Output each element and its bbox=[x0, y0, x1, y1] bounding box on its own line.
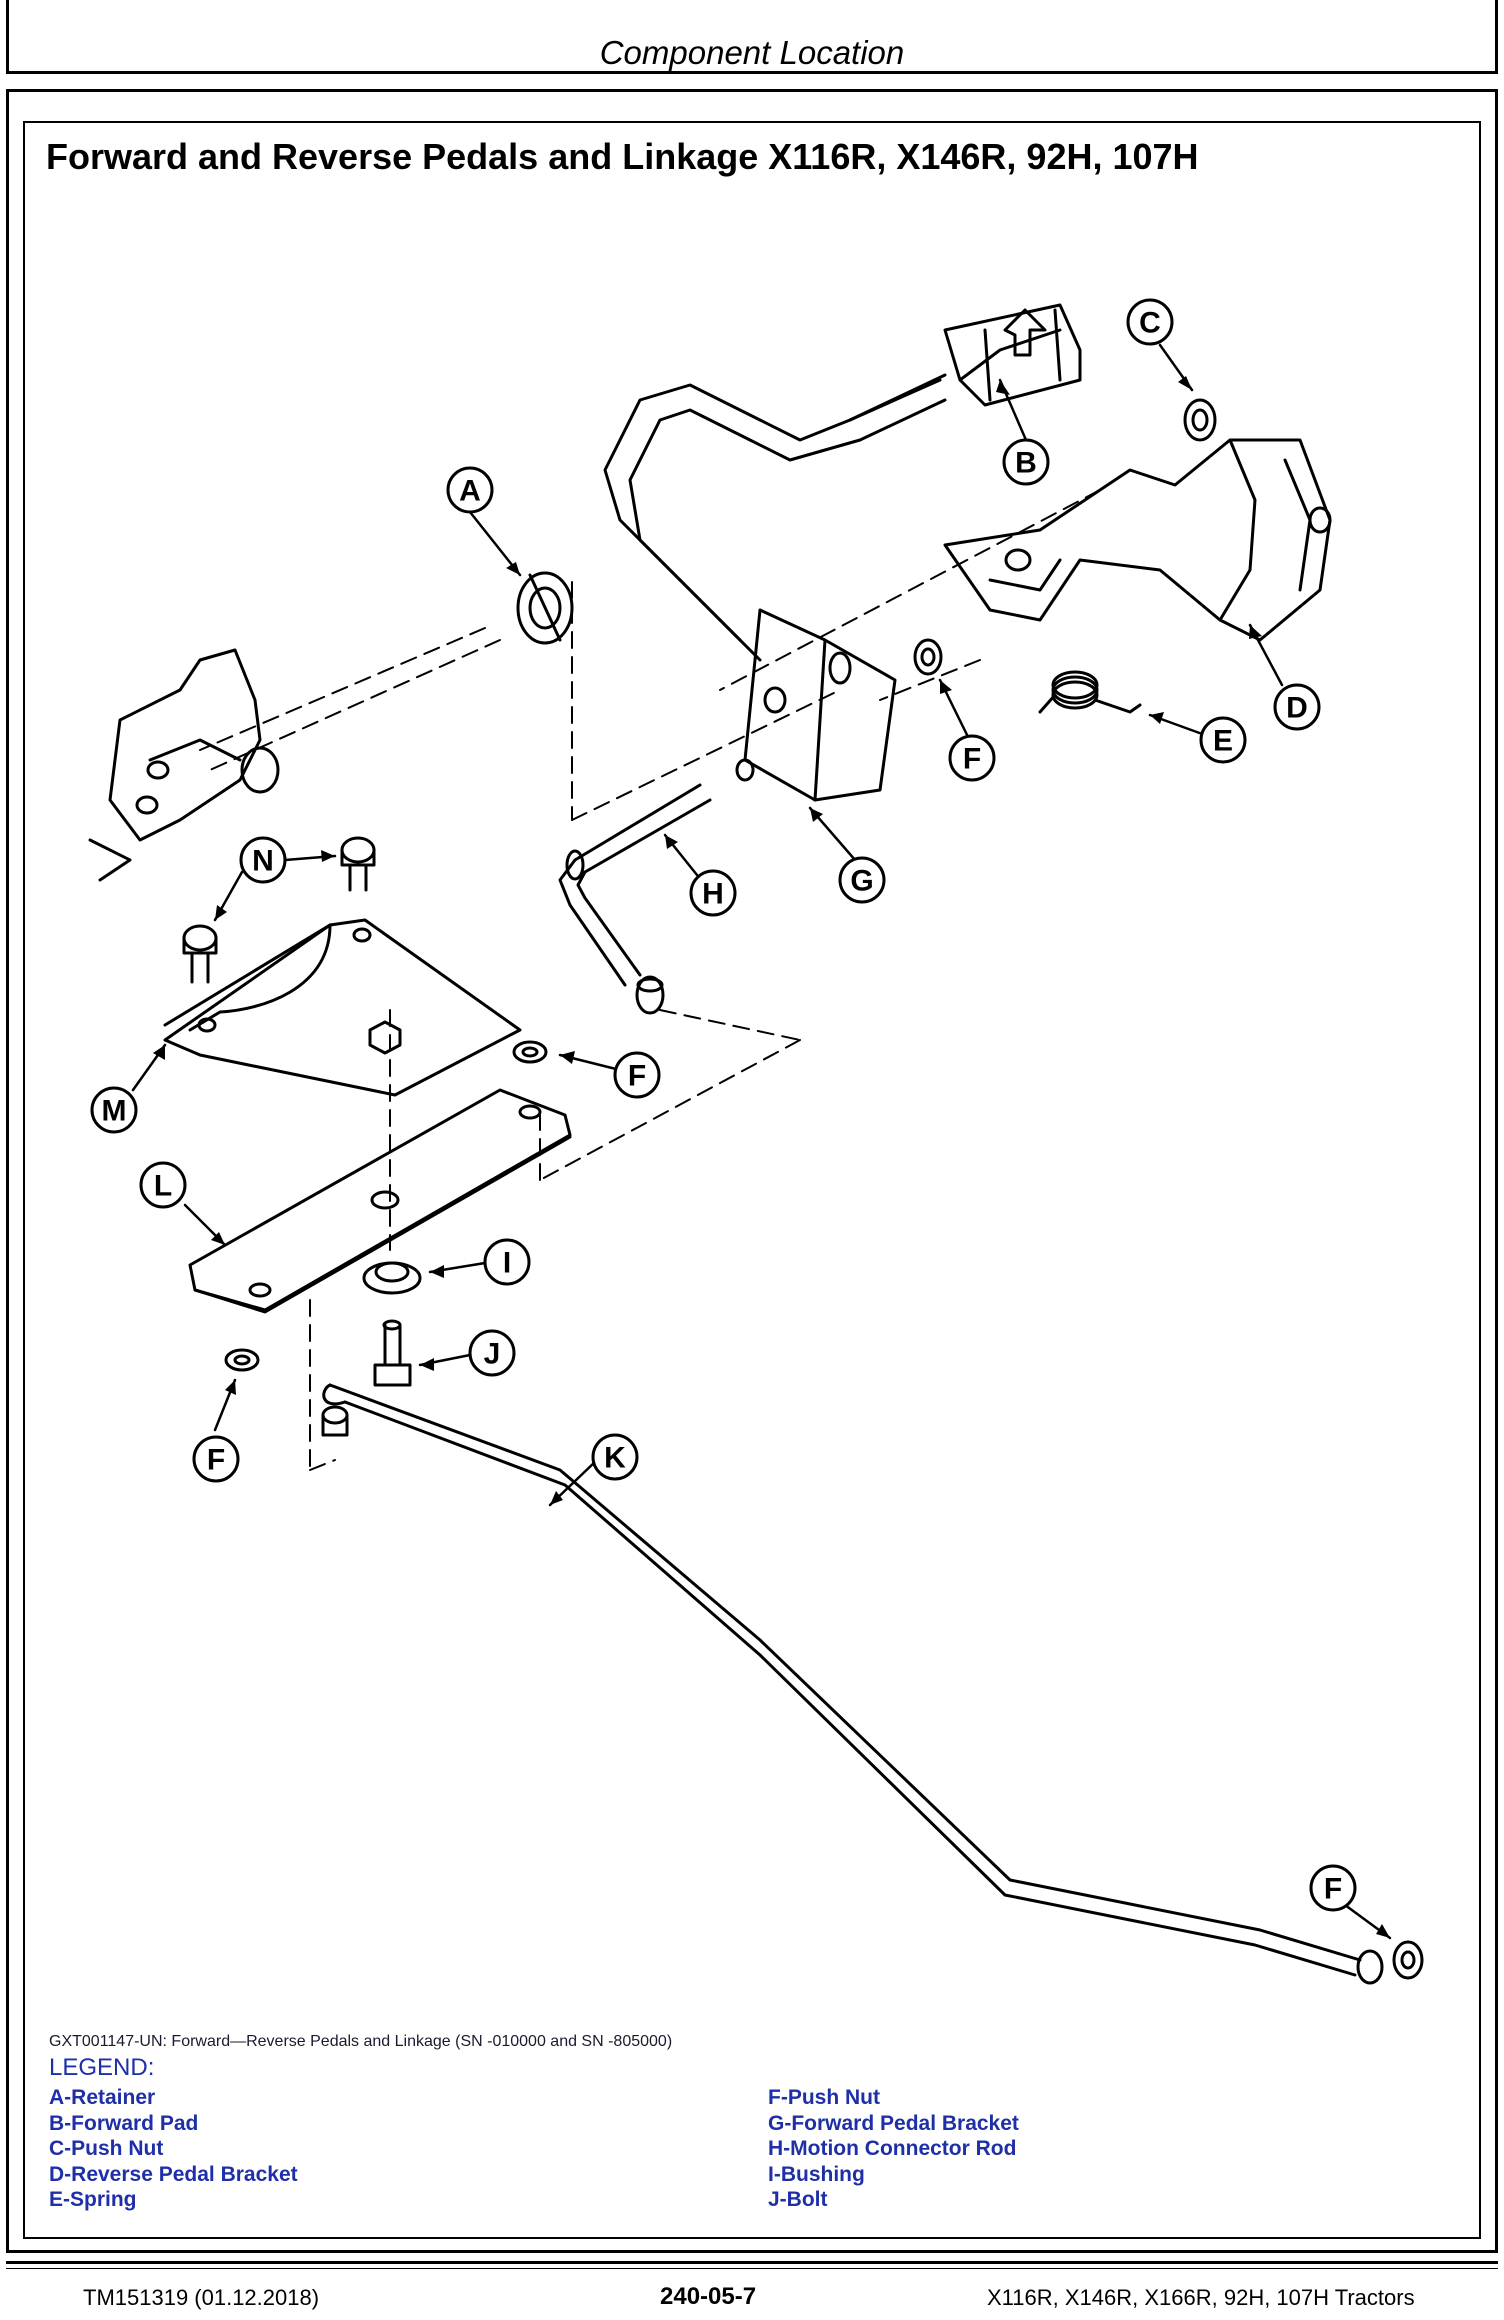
footer-rule-thin bbox=[6, 2268, 1498, 2269]
callout-m bbox=[90, 1086, 138, 1134]
legend-item: I-Bushing bbox=[768, 2162, 865, 2186]
bushing-i bbox=[362, 1261, 422, 1295]
callout-f-1 bbox=[948, 734, 996, 782]
callout-label-n: N bbox=[252, 845, 274, 878]
legend-item: G-Forward Pedal Bracket bbox=[768, 2111, 1019, 2135]
callout-f-3 bbox=[192, 1435, 240, 1483]
pivot-housing bbox=[88, 648, 280, 882]
plate-m bbox=[163, 918, 522, 1097]
callout-h bbox=[689, 869, 737, 917]
header-box: Component Location bbox=[6, 0, 1498, 74]
callout-label-l: L bbox=[154, 1170, 172, 1203]
legend-heading: LEGEND: bbox=[49, 2054, 155, 2081]
callout-label-m: M bbox=[102, 1095, 127, 1128]
callout-b bbox=[1002, 438, 1050, 486]
legend-item: F-Push Nut bbox=[768, 2086, 880, 2109]
long-rod-k bbox=[321, 1383, 1384, 1985]
alignment-lines bbox=[199, 489, 1101, 1471]
callout-label-f-2: F bbox=[628, 1060, 646, 1093]
push-nut-f4 bbox=[1392, 1940, 1424, 1980]
callout-a bbox=[446, 466, 494, 514]
callout-k bbox=[591, 1433, 639, 1481]
callout-f-4 bbox=[1309, 1864, 1357, 1912]
push-nut-f1 bbox=[913, 638, 943, 676]
retainer-a bbox=[516, 571, 574, 645]
legend-item: H-Motion Connector Rod bbox=[768, 2137, 1017, 2160]
callout-label-f-4: F bbox=[1324, 1873, 1342, 1906]
callout-label-c: C bbox=[1139, 307, 1161, 340]
push-nut-f3 bbox=[224, 1348, 260, 1372]
footer-page-number: 240-05-7 bbox=[660, 2283, 757, 2310]
callout-label-j: J bbox=[484, 1338, 501, 1371]
figure-caption: GXT001147-UN: Forward—Reverse Pedals and… bbox=[49, 2033, 673, 2050]
pedal-tube bbox=[603, 373, 947, 662]
callout-i bbox=[483, 1238, 531, 1286]
footer-models: X116R, X146R, X166R, 92H, 107H Tractors bbox=[987, 2285, 1415, 2310]
callout-f-2 bbox=[613, 1051, 661, 1099]
bolt-j bbox=[373, 1319, 412, 1387]
callout-label-a: A bbox=[459, 475, 481, 508]
footer-rule bbox=[6, 2261, 1498, 2264]
callout-g bbox=[838, 856, 886, 904]
push-nut-c bbox=[1183, 398, 1217, 442]
callout-n bbox=[239, 836, 287, 884]
callout-e bbox=[1199, 716, 1247, 764]
callout-d bbox=[1273, 683, 1321, 731]
bolt-n2 bbox=[182, 924, 218, 984]
footer-doc-id: TM151319 (01.12.2018) bbox=[83, 2285, 320, 2310]
callout-label-g: G bbox=[850, 865, 873, 898]
legend-item: J-Bolt bbox=[768, 2188, 828, 2211]
legend-item: E-Spring bbox=[49, 2188, 137, 2211]
legend-left-column: A-Retainer B-Forward Pad C-Push Nut D-Re… bbox=[49, 2085, 298, 2213]
callout-label-e: E bbox=[1213, 725, 1233, 758]
callout-label-b: B bbox=[1015, 447, 1037, 480]
section-title: Forward and Reverse Pedals and Linkage X… bbox=[46, 136, 1199, 177]
main-frame bbox=[6, 89, 1498, 2253]
callout-l bbox=[139, 1161, 187, 1209]
figure-frame bbox=[23, 121, 1481, 2239]
callout-label-f-1: F bbox=[963, 743, 981, 776]
reverse-pedal-bracket-d bbox=[943, 438, 1332, 642]
bolt-n1 bbox=[340, 836, 376, 892]
legend-item: A-Retainer bbox=[49, 2086, 156, 2109]
forward-pedal-bracket-g bbox=[735, 608, 897, 802]
callout-label-k: K bbox=[604, 1442, 626, 1475]
plate-l bbox=[188, 1088, 572, 1314]
legend-item: D-Reverse Pedal Bracket bbox=[49, 2162, 298, 2186]
page-header-title: Component Location bbox=[599, 34, 905, 71]
callout-label-i: I bbox=[503, 1247, 511, 1280]
forward-pad-b bbox=[943, 303, 1082, 407]
legend-item: B-Forward Pad bbox=[49, 2111, 199, 2135]
arrowheads bbox=[153, 376, 1390, 1938]
callout-label-d: D bbox=[1286, 692, 1308, 725]
legend-right-column: F-Push Nut G-Forward Pedal Bracket H-Mot… bbox=[768, 2085, 1019, 2213]
spring-e bbox=[1038, 670, 1142, 714]
motion-connector-rod-h bbox=[558, 783, 712, 1015]
callout-label-h: H bbox=[702, 878, 724, 911]
callout-j bbox=[468, 1329, 516, 1377]
push-nut-f2 bbox=[512, 1040, 548, 1064]
leader-arrows bbox=[131, 343, 1392, 1940]
callout-label-f-3: F bbox=[207, 1444, 225, 1477]
legend-item: C-Push Nut bbox=[49, 2137, 164, 2160]
callout-c bbox=[1126, 298, 1174, 346]
